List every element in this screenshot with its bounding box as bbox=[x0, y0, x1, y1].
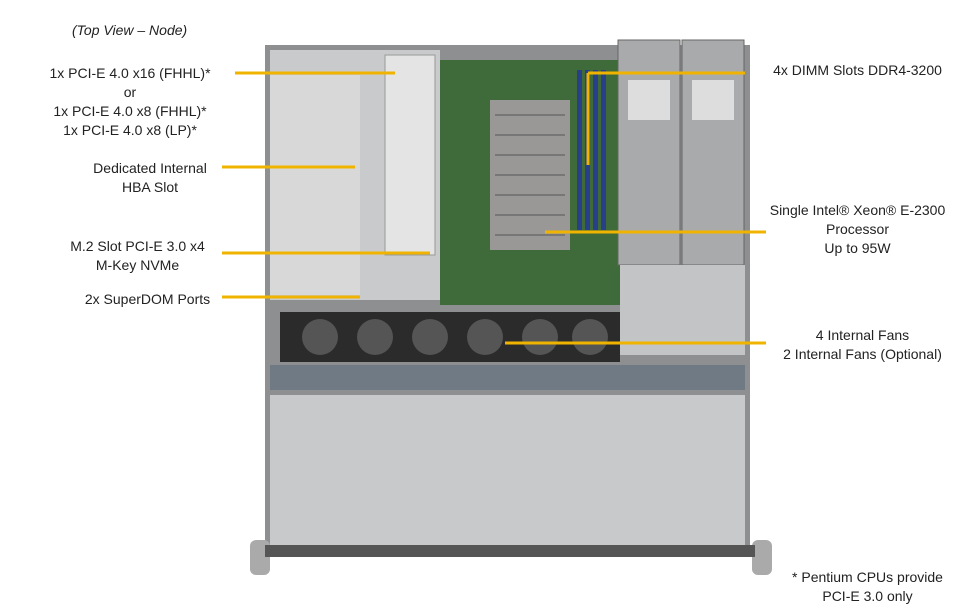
label-hba-slot: Dedicated Internal HBA Slot bbox=[70, 159, 230, 197]
right-handle bbox=[752, 540, 772, 575]
drive-bay-cover bbox=[270, 395, 745, 545]
label-line: 1x PCI-E 4.0 x8 (FHHL)* bbox=[53, 103, 207, 119]
label-line: 4x DIMM Slots DDR4-3200 bbox=[773, 62, 942, 78]
label-dimm: 4x DIMM Slots DDR4-3200 bbox=[755, 61, 960, 80]
label-line: M.2 Slot PCI-E 3.0 x4 bbox=[70, 238, 205, 254]
label-line: Dedicated Internal bbox=[93, 160, 207, 176]
footnote-line: PCI-E 3.0 only bbox=[822, 588, 913, 604]
label-line: Up to 95W bbox=[824, 240, 891, 256]
label-line: Processor bbox=[825, 221, 890, 237]
leader-lines bbox=[222, 71, 766, 345]
label-pcie-slots: 1x PCI-E 4.0 x16 (FHHL)* or 1x PCI-E 4.0… bbox=[30, 64, 230, 140]
label-superdom: 2x SuperDOM Ports bbox=[60, 290, 235, 309]
label-line: 2 Internal Fans (Optional) bbox=[783, 346, 942, 362]
label-line: 1x PCI-E 4.0 x16 (FHHL)* bbox=[49, 65, 211, 81]
label-line: HBA Slot bbox=[121, 179, 179, 195]
power-supply-2 bbox=[681, 39, 745, 266]
footnote: * Pentium CPUs provide PCI-E 3.0 only bbox=[770, 568, 960, 606]
diagram-title: (Top View – Node) bbox=[72, 22, 188, 38]
label-line: Single Intel® Xeon® E-2300 bbox=[769, 202, 946, 218]
label-line: M-Key NVMe bbox=[95, 257, 180, 273]
air-shroud bbox=[620, 265, 745, 355]
footnote-line: * Pentium CPUs provide bbox=[792, 569, 943, 585]
label-cpu: Single Intel® Xeon® E-2300 Processor Up … bbox=[755, 201, 960, 258]
label-m2-slot: M.2 Slot PCI-E 3.0 x4 M-Key NVMe bbox=[50, 237, 225, 275]
power-supply-1 bbox=[617, 39, 681, 266]
label-fans: 4 Internal Fans 2 Internal Fans (Optiona… bbox=[765, 326, 960, 364]
label-line: 1x PCI-E 4.0 x8 (LP)* bbox=[63, 122, 197, 138]
label-line: or bbox=[123, 84, 137, 100]
riser-card bbox=[384, 54, 436, 256]
label-line: 2x SuperDOM Ports bbox=[84, 291, 211, 307]
expansion-bay bbox=[270, 75, 360, 295]
label-line: 4 Internal Fans bbox=[815, 327, 910, 343]
